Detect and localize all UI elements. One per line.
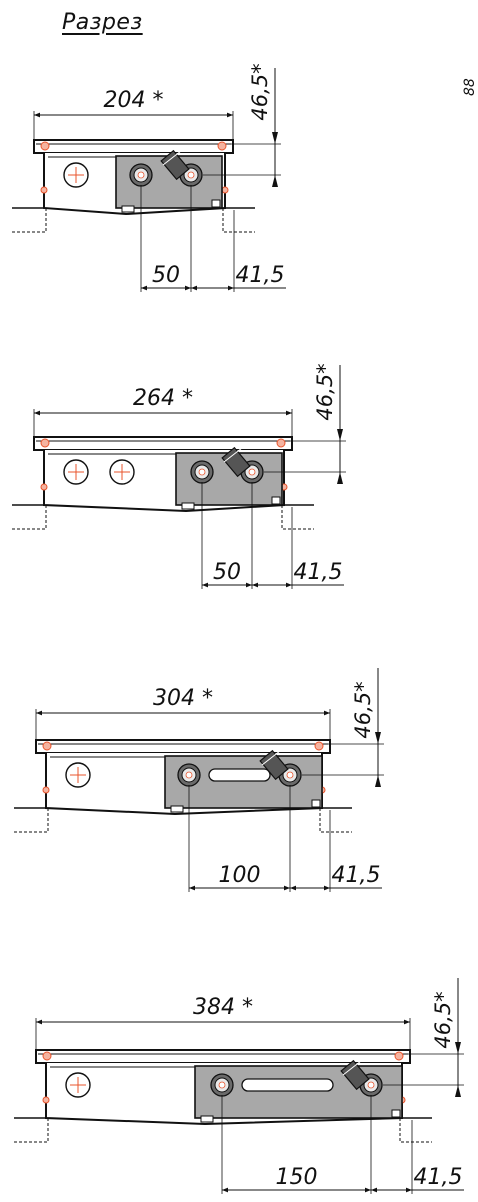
bracket-icon <box>221 186 229 194</box>
height-label: 46,5* <box>351 681 375 738</box>
pipe-center <box>248 468 256 476</box>
section-4: 384 * 46,5* 150 41,5 <box>14 978 464 1194</box>
arrow-head <box>272 132 278 144</box>
offset-label: 41,5 <box>414 1165 463 1190</box>
valve-connector <box>259 749 289 781</box>
valve-connector <box>340 1059 370 1091</box>
leveling-foot <box>14 1118 49 1143</box>
offset-label: 41,5 <box>236 263 285 288</box>
plate-clip <box>181 502 195 510</box>
height-label: 46,5* <box>313 363 337 420</box>
valve-connector <box>160 149 190 181</box>
valve-detail <box>342 1060 362 1076</box>
leveling-foot <box>222 208 255 233</box>
screw-icon <box>276 438 286 448</box>
arrow-head <box>455 1085 461 1097</box>
plate-clip <box>121 205 135 213</box>
screw-icon <box>40 141 50 151</box>
bracket-icon <box>42 786 50 794</box>
arrow-head <box>375 775 381 787</box>
section-1: 204 * 46,5* 50 41,5 <box>12 63 286 292</box>
slot-opening <box>208 768 271 782</box>
spacing-label: 100 <box>219 863 261 888</box>
pipe-center <box>286 771 294 779</box>
screw-icon <box>40 438 50 448</box>
plate-clip <box>311 799 321 808</box>
grille-bar <box>33 139 234 154</box>
section-2: 264 * 46,5* 50 41,5 <box>12 363 346 589</box>
leveling-foot <box>12 505 47 530</box>
grille-bar <box>33 436 293 451</box>
grille-bar <box>35 739 331 754</box>
spacing-label: 50 <box>152 263 180 288</box>
pipe-center <box>137 171 145 179</box>
pipe-center <box>187 171 195 179</box>
arrow-head <box>272 175 278 187</box>
valve-detail <box>261 750 281 766</box>
pipe-center <box>185 771 193 779</box>
slot-opening <box>241 1078 334 1092</box>
offset-label: 41,5 <box>294 560 343 585</box>
leveling-foot <box>281 505 314 530</box>
width-label: 384 * <box>193 995 253 1020</box>
arrow-head <box>337 472 343 484</box>
screw-icon <box>217 141 227 151</box>
pipe-center <box>367 1081 375 1089</box>
valve-detail <box>223 447 243 463</box>
section-title: Разрез <box>62 10 143 35</box>
width-label: 304 * <box>153 686 213 711</box>
arrow-head <box>455 1042 461 1054</box>
screw-icon <box>42 1051 52 1061</box>
bracket-icon <box>42 1096 50 1104</box>
pipe-center <box>218 1081 226 1089</box>
screw-icon <box>394 1051 404 1061</box>
leveling-foot <box>319 808 352 833</box>
pipe-center <box>198 468 206 476</box>
screw-icon <box>42 741 52 751</box>
plate-clip <box>211 199 221 208</box>
bracket-icon <box>40 483 48 491</box>
height-label: 46,5* <box>248 63 272 120</box>
spacing-label: 150 <box>276 1165 318 1190</box>
section-3: 304 * 46,5* 100 41,5 <box>14 668 384 892</box>
leveling-foot <box>12 208 47 233</box>
plate-clip <box>170 805 184 813</box>
screw-icon <box>314 741 324 751</box>
offset-label: 41,5 <box>332 863 381 888</box>
plate-clip <box>391 1109 401 1118</box>
arrow-head <box>375 732 381 744</box>
height-label: 46,5* <box>431 991 455 1048</box>
leveling-foot <box>14 808 49 833</box>
plate-clip <box>200 1115 214 1123</box>
spacing-label: 50 <box>213 560 241 585</box>
valve-detail <box>162 150 182 166</box>
plate-clip <box>271 496 281 505</box>
width-label: 204 * <box>104 88 164 113</box>
valve-connector <box>221 446 251 478</box>
arrow-head <box>337 429 343 441</box>
width-label: 264 * <box>133 386 193 411</box>
bracket-icon <box>40 186 48 194</box>
leveling-foot <box>399 1118 432 1143</box>
